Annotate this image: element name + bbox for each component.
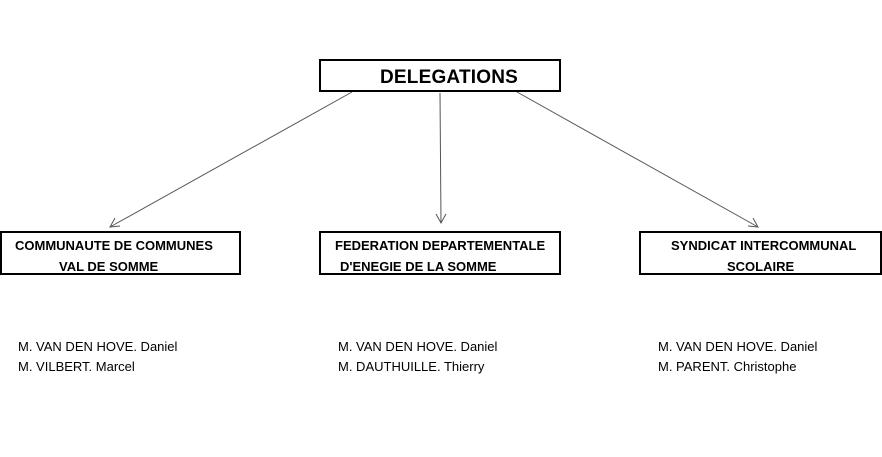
arrowhead-syndicat <box>747 217 759 228</box>
arrow-to-federation <box>439 92 442 224</box>
arrow-to-communaute <box>109 91 353 228</box>
member-name: M. VAN DEN HOVE. Daniel <box>18 339 178 354</box>
syndicat-label-line-1: SYNDICAT INTERCOMMUNAL <box>671 238 857 253</box>
member-name: M. VAN DEN HOVE. Daniel <box>658 339 818 354</box>
syndicat-intercommunal-box: SYNDICAT INTERCOMMUNAL SCOLAIRE <box>639 231 882 275</box>
arrowhead-federation <box>435 213 447 225</box>
syndicat-label-line-2: SCOLAIRE <box>727 259 795 274</box>
member-name: M. DAUTHUILLE. Thierry <box>338 359 485 374</box>
federation-departementale-box: FEDERATION DEPARTEMENTALE D'ENEGIE DE LA… <box>319 231 561 275</box>
member-name: M. VILBERT. Marcel <box>18 359 135 374</box>
federation-label-line-2: D'ENEGIE DE LA SOMME <box>340 259 497 274</box>
delegations-box: DELEGATIONS <box>319 59 561 92</box>
communaute-label-line-1: COMMUNAUTE DE COMMUNES <box>15 238 213 253</box>
communaute-label-line-2: VAL DE SOMME <box>59 259 159 274</box>
federation-label-line-1: FEDERATION DEPARTEMENTALE <box>335 238 546 253</box>
communaute-de-communes-box: COMMUNAUTE DE COMMUNES VAL DE SOMME <box>0 231 241 275</box>
federation-members: M. VAN DEN HOVE. Daniel M. DAUTHUILLE. T… <box>338 337 497 377</box>
arrow-to-syndicat <box>516 91 759 228</box>
arrowhead-communaute <box>109 217 121 228</box>
communaute-members: M. VAN DEN HOVE. Daniel M. VILBERT. Marc… <box>18 337 177 377</box>
syndicat-members: M. VAN DEN HOVE. Daniel M. PARENT. Chris… <box>658 337 817 377</box>
delegations-title: DELEGATIONS <box>379 67 519 88</box>
member-name: M. VAN DEN HOVE. Daniel <box>338 339 498 354</box>
member-name: M. PARENT. Christophe <box>658 359 797 374</box>
